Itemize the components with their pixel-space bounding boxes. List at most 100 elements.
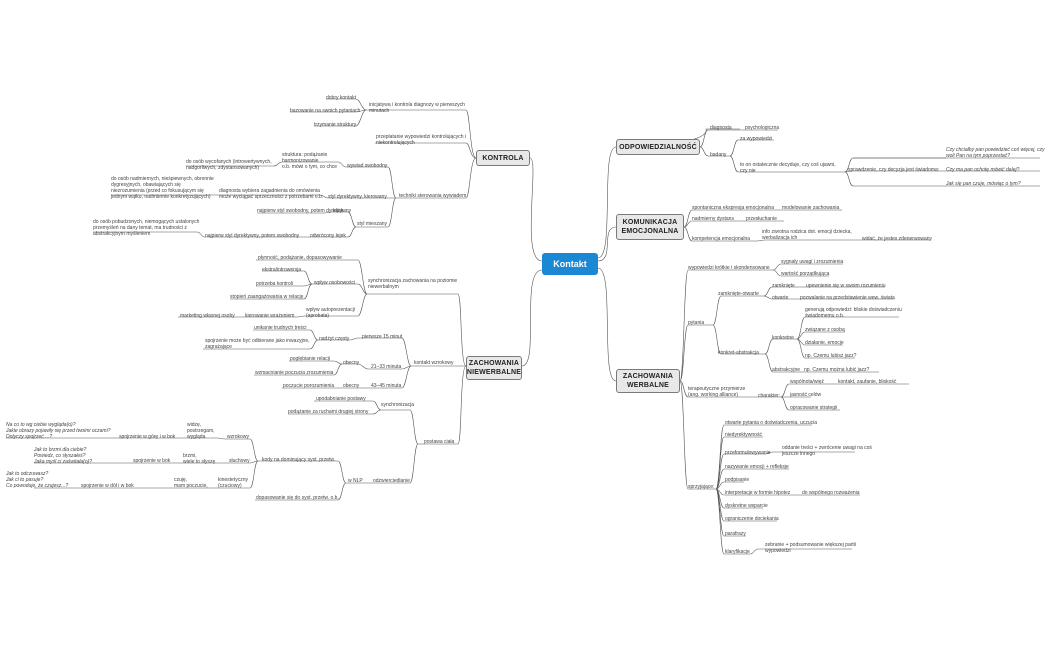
node-spojrzenie-gora[interactable]: spojrzenie w górę i w bok: [119, 434, 176, 440]
topic-zachowania-niewerbalne[interactable]: ZACHOWANIA NIEWERBALNE: [466, 356, 522, 380]
node-podpisanie[interactable]: podpisanie: [725, 477, 750, 483]
node-dobry-kontakt[interactable]: dobry kontakt: [326, 95, 357, 101]
node-21-33[interactable]: 21–33 minuta: [371, 364, 402, 370]
node-odwrocony-lejek[interactable]: odwrócony lejek: [310, 233, 346, 239]
node-charakter[interactable]: charakter:: [758, 393, 781, 399]
node-sprawdzenie[interactable]: sprawdzenie, czy decyzja jest świadoma:: [848, 167, 940, 173]
node-widac[interactable]: widać, że jestes zdenerwowany: [862, 236, 933, 242]
node-osoby-nadmierne[interactable]: do osób nadmiernych, nieśpiewnych, obron…: [111, 176, 214, 200]
node-lejek[interactable]: lejek: [333, 208, 344, 214]
node-w-nlp[interactable]: w NLP: [348, 478, 363, 484]
node-zebranie[interactable]: zebranie + podsumowanie większej partii …: [765, 542, 857, 554]
node-struktura-luzna[interactable]: struktura: podążanie harmonizowanie o.b.…: [282, 152, 338, 170]
node-interpretacje[interactable]: interpretacje w formie hipotez: [725, 490, 791, 496]
node-klaryfikacje[interactable]: klaryfikacje: [725, 549, 750, 555]
node-poczucie-porozumienia[interactable]: poczucie porozumienia: [283, 383, 335, 389]
node-najpierw-dyrektywny[interactable]: najpierw styl dyrektywny, potem swobodny: [205, 233, 300, 239]
node-zamkniete-otwarte[interactable]: zamknięte-otwarte: [718, 291, 759, 297]
node-sluchowy[interactable]: słuchowy: [229, 458, 250, 464]
node-ekstra-introwersja[interactable]: ekstra/introwersja: [262, 267, 302, 273]
node-pytania[interactable]: pytania: [688, 320, 705, 326]
node-techniki[interactable]: techniki sterowania wywiadem: [399, 193, 467, 199]
node-podazanie-za-ruchami[interactable]: podążanie za ruchami drugiej strony: [288, 409, 369, 415]
node-spontaniczna[interactable]: spontaniczna ekspresja emocjonalna: [692, 205, 774, 211]
node-potrzeba-kontroli[interactable]: potrzeba kontroli: [256, 281, 293, 287]
node-pytania-sluchowe[interactable]: Jak to brzmi dla ciebie? Powiedz, co sły…: [34, 447, 93, 465]
node-abstrakcyjne[interactable]: abstrakcyjne: [772, 367, 801, 373]
node-psychologiczna[interactable]: psychologiczna: [745, 125, 780, 131]
node-wspolnota[interactable]: wspólnota/więź: [790, 379, 824, 385]
node-najpierw-swobodny[interactable]: najpierw styl swobodny, potem dyrektywny: [257, 208, 352, 214]
node-styl-mieszany[interactable]: styl mieszany: [357, 221, 388, 227]
node-np-czemu[interactable]: np. Czemu lubisz jazz?: [805, 353, 857, 359]
node-nadmierny-dystans[interactable]: nadmierny dystans: [692, 216, 734, 222]
node-opracowanie[interactable]: opracowanie strategii: [790, 405, 838, 411]
node-wzmacnianie[interactable]: wzmacnianie poczucia zrozumienia: [255, 370, 334, 376]
node-niedyrektywnosc[interactable]: niedyrektywność: [725, 432, 762, 438]
node-do-wspolnego[interactable]: do wspólnego rozważenia: [802, 490, 860, 496]
node-diagnosta[interactable]: diagnosta: [710, 125, 732, 131]
node-przeplatanie[interactable]: przeplatanie wypowiedzi kontrolujących i…: [376, 134, 467, 146]
node-synchronizacja-niewerbalna[interactable]: synchronizacja zachowania na poziomie ni…: [368, 278, 458, 290]
node-za-wypowiedzi[interactable]: za wypowiedzi: [740, 136, 773, 142]
node-kompetencja[interactable]: kompetencja emocjonalna: [692, 236, 751, 242]
node-zamkniete[interactable]: zamknięte: [772, 283, 795, 289]
node-upewnianie[interactable]: upewnienie się w swoim rozumieniu: [806, 283, 886, 289]
node-terapeutyczne[interactable]: terapeutyczne przymierze (ang. working a…: [688, 386, 746, 398]
node-obecny-1[interactable]: obecny: [343, 360, 360, 366]
node-trzymanie[interactable]: trzymanie struktury: [314, 122, 357, 128]
node-widze[interactable]: widzę, postrzegam, wygląda: [187, 422, 215, 440]
node-odzwierciedlanie[interactable]: odzwierciedlanie: [373, 478, 410, 484]
node-pytanie-3[interactable]: Jak się pan czuje, mówiąc o tym?: [946, 181, 1021, 187]
topic-kontrola[interactable]: KONTROLA: [476, 150, 530, 166]
node-wplyw-osobowosci[interactable]: wpływ osobowości: [314, 280, 356, 286]
node-marketing[interactable]: marketing własnej osoby: [180, 313, 235, 319]
node-spojrzenie-bok[interactable]: spojrzenie w bok: [133, 458, 171, 464]
node-kody[interactable]: kody na dominujący syst. przetw.: [262, 457, 336, 463]
node-dyskretne[interactable]: dyskretne wsparcie: [725, 503, 768, 509]
node-kinestetyczny[interactable]: kinestetyczny (czuciowy): [218, 477, 249, 489]
node-upodobnianie[interactable]: upodabnianie postawy: [316, 396, 366, 402]
central-topic[interactable]: Kontakt: [542, 253, 598, 275]
node-info-zwrotna[interactable]: info zwrotna rodzica dot. emocji dziecka…: [762, 229, 852, 241]
node-sprzyjajace[interactable]: sprzyjające:: [688, 484, 715, 490]
node-konkret-abstrakcja[interactable]: konkret-abstrakcja: [718, 350, 759, 356]
node-nadzyt[interactable]: nadżyt częsty: [319, 336, 350, 342]
node-badany[interactable]: badany: [710, 152, 727, 158]
node-otwarte[interactable]: otwarte: [772, 295, 789, 301]
node-plynnosc[interactable]: płynność, podążanie, dopasowywanie: [258, 255, 342, 261]
node-pytania-kinestetyczne[interactable]: Jak to odczuwasz? Jak ci to pasuje? Co p…: [6, 471, 69, 489]
node-pytanie-2[interactable]: Czy ma pan ochotę mówić dalej?: [946, 167, 1020, 173]
node-unikanie[interactable]: unikanie trudnych treści: [254, 325, 307, 331]
node-pozwalanie[interactable]: pozwalanie na przedstawienie wew. świata: [800, 295, 895, 301]
node-stopien-zaangazowania[interactable]: stopień zaangażowania w relację: [230, 294, 304, 300]
topic-komunikacja-emocjonalna[interactable]: KOMUNIKACJA EMOCJONALNA: [616, 214, 684, 240]
node-przesluchanie[interactable]: przesłuchanie: [746, 216, 777, 222]
node-ograniczenie[interactable]: ograniczenie dociekania: [725, 516, 779, 522]
node-brzmi[interactable]: brzmi, wiele to słyszę: [183, 453, 216, 465]
topic-zachowania-werbalne[interactable]: ZACHOWANIA WERBALNE: [616, 369, 680, 393]
node-jasnosc[interactable]: jasność celów: [790, 392, 822, 398]
node-otwarte-pytania[interactable]: otwarte pytania o doświadczenia, uczucia: [725, 420, 817, 426]
topic-odpowiedzialnosc[interactable]: ODPOWIEDZIALNOŚĆ: [616, 139, 700, 155]
node-poglebianie[interactable]: pogłębianie relacji: [290, 356, 331, 362]
node-diagnosta-wybiera[interactable]: diagnosta wybiera zagadnienia do omówien…: [219, 188, 324, 200]
node-wypowiedzi-krotkie[interactable]: wypowiedzi krótkie i skondensowane: [688, 265, 770, 271]
node-kierowanie-wrazeniem[interactable]: kierowanie wrażeniem: [245, 313, 295, 319]
node-pierwsze-15[interactable]: pierwsze 15 minut: [362, 334, 403, 340]
node-konkretne[interactable]: konkretne: [772, 335, 794, 341]
node-oddanie[interactable]: oddanie treści + zwrócenie uwagi na coś …: [782, 445, 872, 457]
node-pytania-wzrokowe[interactable]: Na co to wg ciebie wygląda(o)? Jakie obr…: [6, 422, 111, 440]
node-to-on-decyduje[interactable]: to on ostatecznie decyduje, czy coś ujaw…: [740, 162, 836, 174]
node-parafrazy[interactable]: parafrazy: [725, 531, 746, 537]
node-czuje[interactable]: czuję, mam poczucie,: [174, 477, 208, 489]
node-43-45[interactable]: 43–45 minuta: [371, 383, 402, 389]
node-bazowanie[interactable]: bazowanie na swoich pytaniach: [290, 108, 361, 114]
node-zwiazane[interactable]: związane z osobą: [805, 327, 845, 333]
node-dzialanie[interactable]: działanie, emocje: [805, 340, 844, 346]
node-wzrokowy[interactable]: wzrokowy: [227, 434, 249, 440]
node-inicjatywa[interactable]: inicjatywa i kontrola diagnozy w pierwsz…: [369, 102, 465, 114]
node-np-czemu-2[interactable]: np. Czemu można lubić jazz?: [804, 367, 870, 373]
node-postawa-ciala[interactable]: postawa ciała: [424, 439, 455, 445]
node-wywiad-swobodny[interactable]: wywiad swobodny: [347, 163, 388, 169]
